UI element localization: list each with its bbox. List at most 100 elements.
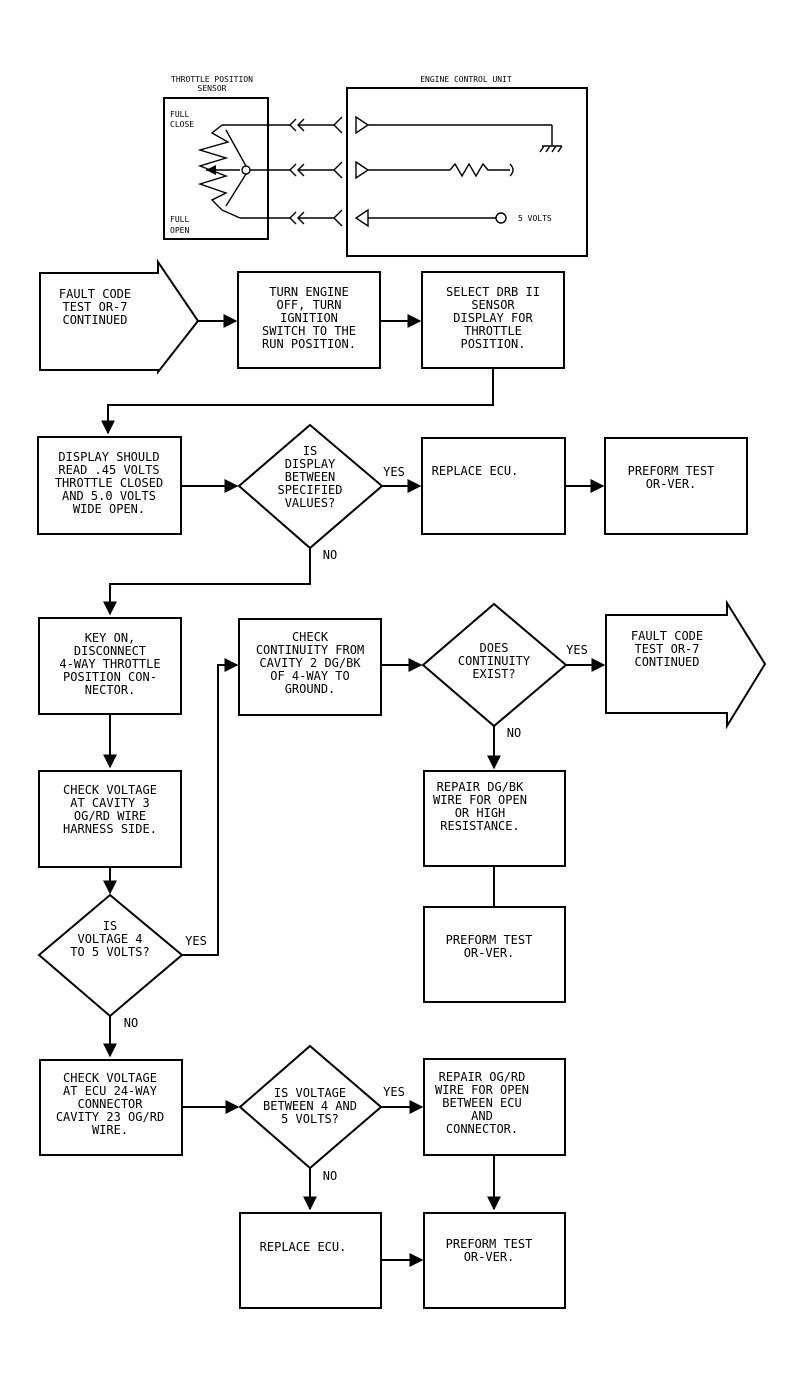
- decision1-text-4: SPECIFIED: [277, 483, 342, 497]
- cavity3-text-1: CHECK VOLTAGE: [63, 783, 157, 797]
- preform-3-text-2: OR-VER.: [464, 1250, 515, 1264]
- yes-label-1: YES: [383, 465, 405, 479]
- key-on-text-3: 4-WAY THROTTLE: [59, 657, 160, 671]
- harness-end-3: [333, 209, 343, 227]
- turn-engine-off-text: TURN ENGINE OFF, TURN IGNITION SWITCH TO…: [262, 285, 356, 351]
- key-on-disconnect-box: [38, 617, 182, 715]
- display-text-2: READ .45 VOLTS: [58, 463, 159, 477]
- sensor-title-line2: SENSOR: [198, 84, 227, 93]
- key-on-text-2: DISCONNECT: [74, 644, 146, 658]
- wiper-diagonal-close: [225, 129, 247, 167]
- continuity-text-5: GROUND.: [285, 682, 336, 696]
- ecu-resistor-symbol: [449, 162, 510, 178]
- check-voltage-ecu-text: CHECK VOLTAGE AT ECU 24-WAY CONNECTOR CA…: [56, 1071, 164, 1137]
- ecu-voltage-text-2: AT ECU 24-WAY: [63, 1084, 158, 1098]
- ecu-signal-end: [509, 163, 514, 177]
- display-text-4: AND 5.0 VOLTS: [62, 489, 156, 503]
- continuity-text-2: CONTINUITY FROM: [256, 643, 364, 657]
- replace-ecu-box-1: [421, 437, 566, 535]
- decision-voltage-4-5-text: IS VOLTAGE 4 TO 5 VOLTS?: [70, 919, 149, 959]
- decision4-text-2: BETWEEN 4 AND: [263, 1099, 357, 1113]
- turn-off-text-3: IGNITION: [280, 311, 338, 325]
- decision1-text-1: IS: [303, 444, 317, 458]
- repair-ogrd-text-5: CONNECTOR.: [446, 1122, 518, 1136]
- repair-ogrd-text-1: REPAIR OG/RD: [439, 1070, 526, 1084]
- turn-off-text-2: OFF, TURN: [276, 298, 341, 312]
- decision-display-between-text: IS DISPLAY BETWEEN SPECIFIED VALUES?: [277, 444, 342, 510]
- repair-dgbk-text-2: WIRE FOR OPEN: [433, 793, 527, 807]
- cavity3-text-4: HARNESS SIDE.: [63, 822, 157, 836]
- decision2-text-3: EXIST?: [472, 667, 515, 681]
- start-text-2: TEST OR-7: [62, 300, 127, 314]
- connector-select-to-display: [101, 368, 494, 435]
- ecu-voltage-text-3: CONNECTOR: [77, 1097, 143, 1111]
- decision3-text-1: IS: [103, 919, 117, 933]
- full-close-label-1: FULL: [170, 110, 189, 119]
- yes-label-3: YES: [185, 934, 207, 948]
- decision2-text-1: DOES: [480, 641, 509, 655]
- decision-voltage-between-text: IS VOLTAGE BETWEEN 4 AND 5 VOLTS?: [263, 1086, 357, 1126]
- connector-yes-to-check-continuity: [182, 658, 239, 956]
- preform-1-text-1: PREFORM TEST: [628, 464, 715, 478]
- select-text-5: POSITION.: [460, 337, 525, 351]
- cavity3-text-3: OG/RD WIRE: [74, 809, 146, 823]
- repair-dgbk-text: REPAIR DG/BK WIRE FOR OPEN OR HIGH RESIS…: [433, 780, 527, 833]
- start-text-1: FAULT CODE: [59, 287, 131, 301]
- repair-ogrd-box: [423, 1058, 566, 1156]
- no-label-2: NO: [507, 726, 521, 740]
- wiper-arrow-icon: [206, 165, 216, 175]
- decision3-text-3: TO 5 VOLTS?: [70, 945, 149, 959]
- ecu-voltage-text-4: CAVITY 23 OG/RD: [56, 1110, 164, 1124]
- sensor-title-line1: THROTTLE POSITION: [171, 75, 253, 84]
- full-open-label-2: OPEN: [170, 226, 189, 235]
- full-open-label-1: FULL: [170, 215, 189, 224]
- key-on-disconnect-text: KEY ON, DISCONNECT 4-WAY THROTTLE POSITI…: [59, 631, 160, 697]
- key-on-text-4: POSITION CON-: [63, 670, 157, 684]
- harness-end-2: [333, 161, 343, 179]
- ecu-voltage-text-1: CHECK VOLTAGE: [63, 1071, 157, 1085]
- decision1-text-3: BETWEEN: [285, 470, 336, 484]
- start-arrow-text: FAULT CODE TEST OR-7 CONTINUED: [59, 287, 131, 327]
- ecu-5v-terminal-icon: [495, 212, 507, 224]
- replace-ecu-2-text: REPLACE ECU.: [260, 1240, 347, 1254]
- replace-ecu-1-text: REPLACE ECU.: [432, 464, 519, 478]
- repair-ogrd-text-2: WIRE FOR OPEN: [435, 1083, 529, 1097]
- no-label-4: NO: [323, 1169, 337, 1183]
- wiring-schematic: THROTTLE POSITION SENSOR FULL CLOSE FULL…: [163, 75, 588, 257]
- cavity3-text-2: AT CAVITY 3: [70, 796, 149, 810]
- end-arrow-text: FAULT CODE TEST OR-7 CONTINUED: [631, 629, 703, 669]
- end-text-1: FAULT CODE: [631, 629, 703, 643]
- decision3-text-2: VOLTAGE 4: [77, 932, 142, 946]
- ecu-input-triangle-2: [355, 160, 370, 180]
- repair-dgbk-text-3: OR HIGH: [455, 806, 506, 820]
- ecu-input-triangle-1: [355, 115, 370, 135]
- decision1-text-5: VALUES?: [285, 496, 336, 510]
- decision4-text-1: IS VOLTAGE: [274, 1086, 346, 1100]
- display-text-5: WIDE OPEN.: [73, 502, 145, 516]
- check-continuity-box: [238, 618, 382, 716]
- preform-test-box-1: [604, 437, 748, 535]
- replace-ecu-box-2: [239, 1212, 382, 1309]
- select-text-4: THROTTLE: [464, 324, 522, 338]
- preform-test-box-3: [423, 1212, 566, 1309]
- full-close-label-2: CLOSE: [170, 120, 194, 129]
- sensor-bottom-lead: [221, 209, 241, 219]
- preform-1-text-2: OR-VER.: [646, 477, 697, 491]
- select-text-1: SELECT DRB II: [446, 285, 540, 299]
- turn-off-text-4: SWITCH TO THE: [262, 324, 356, 338]
- repair-dgbk-box: [423, 770, 566, 867]
- decision-continuity-exist-text: DOES CONTINUITY EXIST?: [458, 641, 531, 681]
- decision1-text-2: DISPLAY: [285, 457, 336, 471]
- check-voltage-cavity3-box: [38, 770, 182, 868]
- repair-dgbk-text-4: RESISTANCE.: [440, 819, 519, 833]
- display-text-1: DISPLAY SHOULD: [58, 450, 159, 464]
- ecu-title: ENGINE CONTROL UNIT: [420, 75, 512, 84]
- decision2-text-2: CONTINUITY: [458, 654, 531, 668]
- repair-ogrd-text-3: BETWEEN ECU: [442, 1096, 521, 1110]
- ground-icon: [539, 145, 563, 153]
- key-on-text-1: KEY ON,: [85, 631, 136, 645]
- repair-ogrd-text-4: AND: [471, 1109, 493, 1123]
- key-on-text-5: NECTOR.: [85, 683, 136, 697]
- check-voltage-cavity3-text: CHECK VOLTAGE AT CAVITY 3 OG/RD WIRE HAR…: [63, 783, 157, 836]
